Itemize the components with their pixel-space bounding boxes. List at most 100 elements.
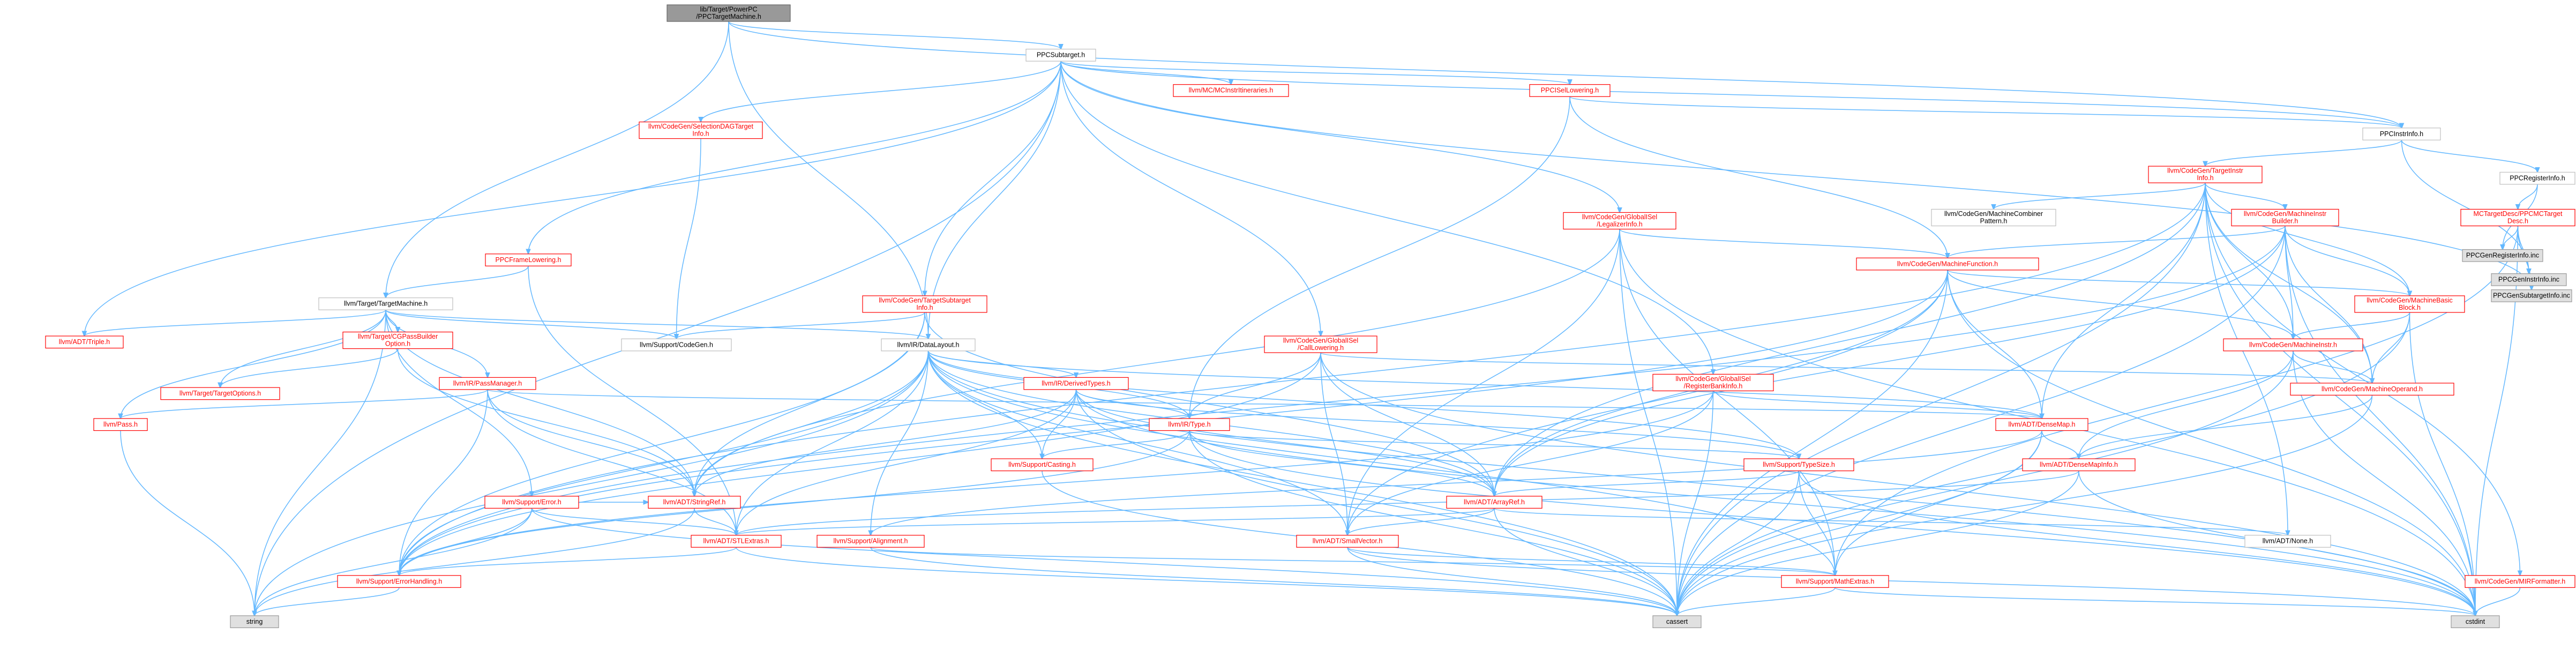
edge-ppcframelowering-to-targettargetmachine [386, 266, 529, 297]
node-root[interactable]: lib/Target/PowerPC/PPCTargetMachine.h [667, 4, 791, 22]
edge-ppciselowering-to-machinefunction [1569, 96, 1948, 258]
node-machinefunction[interactable]: llvm/CodeGen/MachineFunction.h [1856, 257, 2039, 271]
edge-irderivedtypes-to-stringref [694, 389, 1077, 496]
edge-densemap-to-densemapinfo [2041, 430, 2079, 459]
edge-ppcsubtarget-to-gensubtargetinfo [1060, 61, 2532, 290]
node-arrayref-label: llvm/ADT/ArrayRef.h [1464, 498, 1525, 506]
node-adtnone[interactable]: llvm/ADT/None.h [2244, 535, 2331, 548]
node-supporterror-label: llvm/Support/Error.h [502, 498, 561, 506]
edge-machinebasicblock-to-machineoperand [2372, 312, 2410, 383]
node-machineinstrbuilder-label: llvm/CodeGen/MachineInstr [2244, 210, 2326, 218]
node-densemapinfo[interactable]: llvm/ADT/DenseMapInfo.h [2022, 458, 2136, 472]
edge-machinefunction-to-machinebasicblock [1947, 270, 2410, 296]
edge-supporterror-to-stlextras [531, 508, 737, 535]
node-machineinstrbuilder-label: Builder.h [2272, 217, 2298, 225]
edge-ppcsubtarget-to-registerbankinfo [1060, 61, 1713, 374]
edge-irderivedtypes-to-arrayref [1075, 389, 1495, 496]
node-arrayref[interactable]: llvm/ADT/ArrayRef.h [1446, 496, 1542, 509]
edge-registerbankinfo-to-errorhandling [399, 391, 1714, 575]
node-machinebasicblock-label: Block.h [2399, 304, 2421, 311]
node-targetsubtargetinfo-box [862, 295, 987, 313]
node-irderivedtypes[interactable]: llvm/IR/DerivedTypes.h [1023, 377, 1129, 390]
edge-targetinstrinfo-to-cassert [1677, 183, 2206, 616]
node-irderivedtypes-box [1023, 377, 1129, 390]
edge-mathextras-to-cassert [1677, 587, 1836, 616]
node-stlextras[interactable]: llvm/ADT/STLExtras.h [691, 535, 782, 548]
node-legalizerinfo[interactable]: llvm/CodeGen/GlobalISel/LegalizerInfo.h [1563, 212, 1676, 230]
node-ppcsubtarget[interactable]: PPCSubtarget.h [1025, 49, 1096, 62]
edge-irdatalayout-to-string [254, 350, 929, 616]
node-supportalignment[interactable]: llvm/Support/Alignment.h [817, 535, 925, 548]
edge-targetinstrinfo-to-cstdint [2205, 183, 2475, 616]
node-cstdint-box [2451, 615, 2500, 629]
edge-irdatalayout-to-errorhandling [399, 350, 929, 576]
edge-arrayref-to-stlextras [736, 508, 1495, 535]
node-mathextras[interactable]: llvm/Support/MathExtras.h [1781, 575, 1889, 588]
edge-registerbankinfo-to-smallvector [1347, 391, 1714, 535]
node-ppcinstrinfo-label: PPCInstrInfo.h [2380, 130, 2423, 138]
edge-arrayref-to-smallvector [1347, 508, 1495, 535]
node-supportcodegen[interactable]: llvm/Support/CodeGen.h [621, 338, 732, 352]
dependency-edges [85, 21, 2538, 616]
edge-targettargetmachine-to-pass [121, 310, 386, 419]
node-errorhandling[interactable]: llvm/Support/ErrorHandling.h [337, 575, 461, 588]
edge-targettargetmachine-to-targetoptions [220, 310, 386, 387]
node-adtnone-label: llvm/ADT/None.h [2263, 538, 2313, 545]
node-densemap[interactable]: llvm/ADT/DenseMap.h [1995, 418, 2088, 431]
node-registerbankinfo[interactable]: llvm/CodeGen/GlobalISel/RegisterBankInfo… [1652, 374, 1774, 391]
node-irdatalayout[interactable]: llvm/IR/DataLayout.h [881, 338, 976, 352]
node-ppcinstrinfo-box [2362, 128, 2441, 140]
node-mathextras-box [1781, 575, 1889, 588]
node-ppcframelowering-box [485, 253, 572, 266]
node-calllowering[interactable]: llvm/CodeGen/GlobalISel/CallLowering.h [1264, 335, 1377, 353]
node-geninstrinfo: PPCGenInstrInfo.inc [2491, 273, 2567, 286]
node-mirformatter[interactable]: llvm/CodeGen/MIRFormatter.h [2465, 575, 2575, 588]
node-targettargetmachine[interactable]: llvm/Target/TargetMachine.h [318, 297, 453, 310]
edge-machineoperand-to-densemapinfo [2079, 395, 2373, 459]
node-machineoperand[interactable]: llvm/CodeGen/MachineOperand.h [2290, 383, 2454, 396]
edge-supporterror-to-errorhandling [399, 508, 533, 575]
node-smallvector[interactable]: llvm/ADT/SmallVector.h [1296, 535, 1399, 548]
node-machinebasicblock-box [2354, 295, 2465, 313]
node-cassert: cassert [1652, 615, 1702, 629]
edge-calllowering-to-arrayref [1320, 353, 1494, 496]
node-targetoptions[interactable]: llvm/Target/TargetOptions.h [160, 387, 280, 400]
node-ppciselowering[interactable]: PPCISelLowering.h [1529, 84, 1611, 97]
edge-supporterror-to-string [254, 508, 533, 615]
node-adttriple[interactable]: llvm/ADT/Triple.h [45, 335, 124, 349]
node-legalizerinfo-box [1563, 212, 1676, 230]
node-ppcframelowering[interactable]: PPCFrameLowering.h [485, 253, 572, 266]
node-ppcinstrinfo[interactable]: PPCInstrInfo.h [2362, 128, 2441, 140]
node-irpassmanager[interactable]: llvm/IR/PassManager.h [439, 377, 536, 390]
node-calllowering-label: llvm/CodeGen/GlobalISel [1283, 337, 1358, 345]
node-irtype[interactable]: llvm/IR/Type.h [1149, 418, 1230, 431]
node-typesize[interactable]: llvm/Support/TypeSize.h [1743, 458, 1854, 472]
node-mctargetdesc-label: MCTargetDesc/PPCMCTarget [2473, 210, 2563, 218]
node-supportalignment-label: llvm/Support/Alignment.h [834, 538, 908, 545]
node-targetinstrinfo-label: llvm/CodeGen/TargetInstr [2167, 167, 2243, 175]
node-supportcodegen-label: llvm/Support/CodeGen.h [640, 341, 713, 348]
edge-root-to-targettargetmachine [386, 21, 729, 298]
node-ppcregisterinfo[interactable]: PPCRegisterInfo.h [2499, 171, 2575, 185]
node-machineinstr[interactable]: llvm/CodeGen/MachineInstr.h [2223, 338, 2363, 352]
node-supporterror[interactable]: llvm/Support/Error.h [484, 496, 579, 509]
node-seldagtargetinfo-box [639, 121, 763, 139]
edge-ppcsubtarget-to-irdatalayout [928, 61, 1061, 339]
edge-irderivedtypes-to-typesize [1075, 389, 1799, 459]
node-supportcasting[interactable]: llvm/Support/Casting.h [991, 458, 1094, 472]
node-mcinstritineraries[interactable]: llvm/MC/MCInstrItineraries.h [1173, 84, 1289, 97]
node-stringref[interactable]: llvm/ADT/StringRef.h [648, 496, 741, 509]
edge-cgpassbuilderoption-to-stringref [397, 348, 695, 496]
edge-smallvector-to-mathextras [1347, 547, 1835, 576]
node-machineinstrbuilder-box [2231, 208, 2339, 227]
node-pass[interactable]: llvm/Pass.h [93, 418, 148, 431]
edge-supportalignment-to-mathextras [870, 547, 1835, 576]
